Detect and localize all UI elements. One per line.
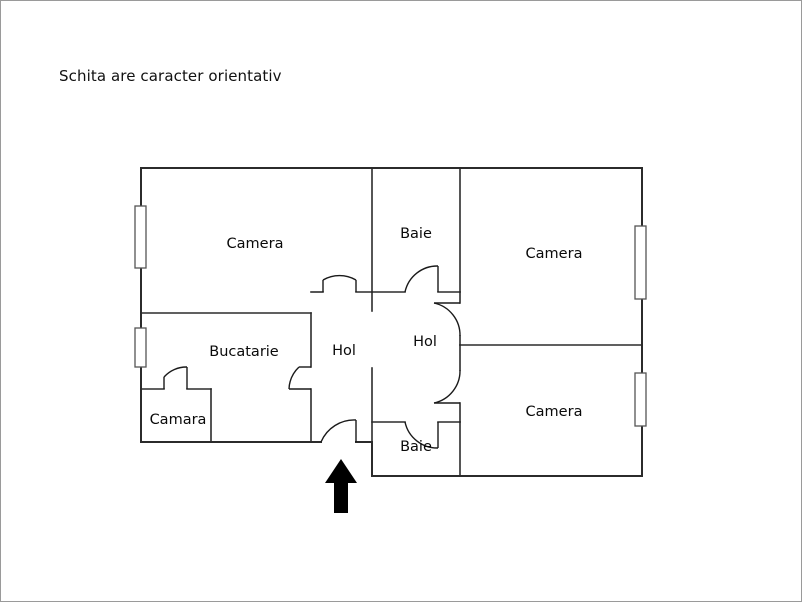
room-label-bucatarie: Bucatarie — [209, 344, 279, 360]
room-label-camara: Camara — [150, 412, 207, 428]
window-right-lower — [634, 372, 647, 427]
room-label-camera-top-right: Camera — [526, 246, 583, 262]
interior-walls — [140, 167, 643, 477]
door-camara-bucatarie — [163, 366, 188, 389]
room-label-hol-left: Hol — [332, 343, 356, 359]
exterior-walls — [140, 167, 643, 477]
window-left-upper — [134, 205, 147, 269]
room-label-hol-center: Hol — [413, 334, 437, 350]
room-label-baie-top: Baie — [400, 226, 432, 242]
door-hol-camera-top-right — [433, 302, 461, 337]
door-baie-bottom — [404, 421, 439, 449]
room-label-camera-bottom-right: Camera — [526, 404, 583, 420]
doors — [163, 265, 461, 449]
door-camera-hol-left — [322, 274, 357, 292]
window-left-lower — [134, 327, 147, 368]
room-labels: Camera Bucatarie Camara Hol Baie Hol Bai… — [150, 226, 583, 455]
door-bucatarie-hol — [288, 366, 311, 390]
windows — [134, 205, 647, 427]
page-caption: Schita are caracter orientativ — [59, 67, 282, 85]
door-entrance — [320, 419, 357, 443]
entrance-arrow-icon — [325, 459, 357, 513]
room-label-baie-bottom: Baie — [400, 439, 432, 455]
room-label-camera-top-left: Camera — [227, 236, 284, 252]
door-baie-top — [404, 265, 439, 293]
door-hol-camera-bottom-right — [433, 369, 461, 404]
window-right-upper — [634, 225, 647, 300]
